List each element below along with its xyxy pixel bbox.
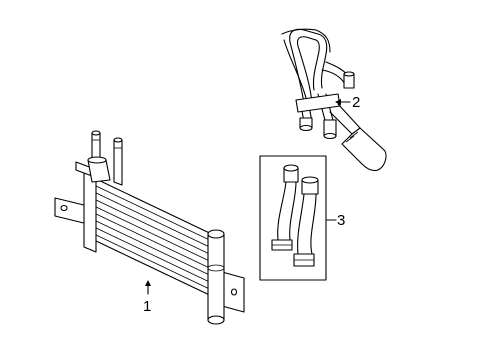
cooler-core [93, 177, 221, 301]
hose-sleeve [329, 103, 387, 172]
callout-3: 3 [326, 212, 345, 229]
callout-2-label: 2 [352, 94, 360, 111]
cooler-fins [93, 184, 221, 295]
right-header-cylinder [207, 229, 225, 325]
callout-1: 1 [143, 280, 151, 315]
fitting-right [293, 176, 319, 267]
hose-fitting-left [299, 117, 313, 132]
cooler-outlet-pipe [113, 137, 123, 186]
callout-2: 2 [335, 94, 360, 111]
hose-fitting-right [323, 119, 337, 140]
fitting-kit [259, 155, 327, 281]
header-fitting [87, 156, 111, 183]
left-header-tank [75, 161, 97, 253]
fitting-left [271, 164, 299, 251]
cooler-hose-assembly [281, 28, 387, 172]
right-mounting-bracket [221, 271, 245, 313]
callout-3-label: 3 [337, 212, 345, 229]
callout-1-label: 1 [143, 298, 151, 315]
hose-upper-stub [343, 71, 355, 89]
oil-cooler-assembly [54, 130, 245, 325]
